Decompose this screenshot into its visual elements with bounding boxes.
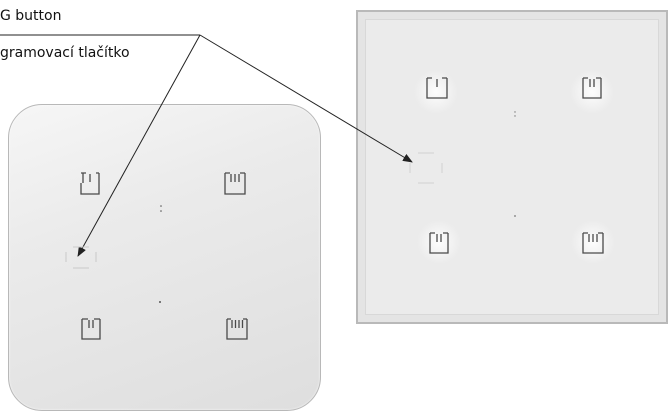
- square-glass-switch-panel: [356, 10, 668, 324]
- programming-button-label-cz: gramovací tlačítko: [0, 45, 130, 61]
- round-switch-panel: [8, 104, 321, 411]
- programming-button-label-en: G button: [0, 8, 62, 24]
